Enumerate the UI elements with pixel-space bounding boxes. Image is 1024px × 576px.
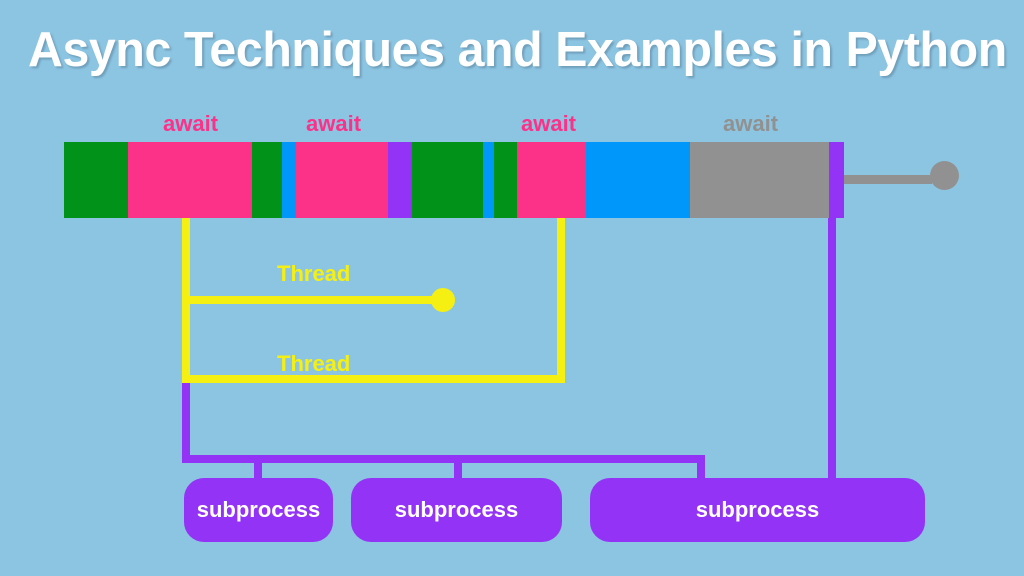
subprocess-bus-line — [182, 455, 705, 463]
timeline-segment-io-1 — [282, 142, 296, 218]
subprocess-drop-line-3 — [697, 455, 705, 487]
timeline-segment-sync-2 — [252, 142, 282, 218]
subprocess-box-3[interactable]: subprocess — [590, 478, 925, 542]
gray-task-end-dot — [930, 161, 959, 190]
timeline-segment-io-2 — [483, 142, 494, 218]
thread-branch-line-2 — [182, 375, 565, 383]
subprocess-trunk-line — [182, 383, 190, 463]
timeline-segment-sync-4 — [494, 142, 517, 218]
thread-label-2: Thread — [277, 351, 351, 376]
await-label-2: await — [306, 111, 362, 136]
timeline-segment-await-2 — [296, 142, 388, 218]
subprocess-drop-line-2 — [454, 455, 462, 487]
subprocess-box-label-2: subprocess — [394, 497, 519, 522]
subprocess-box-1[interactable]: subprocess — [184, 478, 333, 542]
thread-trunk-line — [182, 218, 190, 391]
event-loop-timeline — [64, 142, 844, 218]
page-title: Async Techniques and Examples in Python — [28, 23, 1007, 77]
timeline-segment-subprocess-1 — [388, 142, 412, 218]
timeline-segment-await-1 — [128, 142, 252, 218]
await-label-3: await — [521, 111, 577, 136]
timeline-segment-thread-gray — [690, 142, 829, 218]
timeline-segment-io-3 — [586, 142, 690, 218]
subprocess-box-2[interactable]: subprocess — [351, 478, 562, 542]
subprocess-right-trunk-line — [828, 218, 836, 486]
thread-riser-line-2 — [557, 218, 565, 383]
await-label-4: await — [723, 111, 779, 136]
subprocess-box-label-1: subprocess — [196, 497, 321, 522]
timeline-segment-await-3 — [517, 142, 586, 218]
subprocess-box-label-3: subprocess — [695, 497, 820, 522]
await-label-1: await — [163, 111, 219, 136]
gray-task-line — [844, 175, 932, 184]
subprocess-drop-line-1 — [254, 455, 262, 487]
timeline-segment-subprocess-2 — [829, 142, 844, 218]
thread-branch-end-dot-1 — [431, 288, 455, 312]
thread-branch-line-1 — [182, 296, 441, 304]
timeline-segment-sync-1 — [64, 142, 128, 218]
timeline-segment-sync-3 — [412, 142, 483, 218]
thread-label-1: Thread — [277, 261, 351, 286]
